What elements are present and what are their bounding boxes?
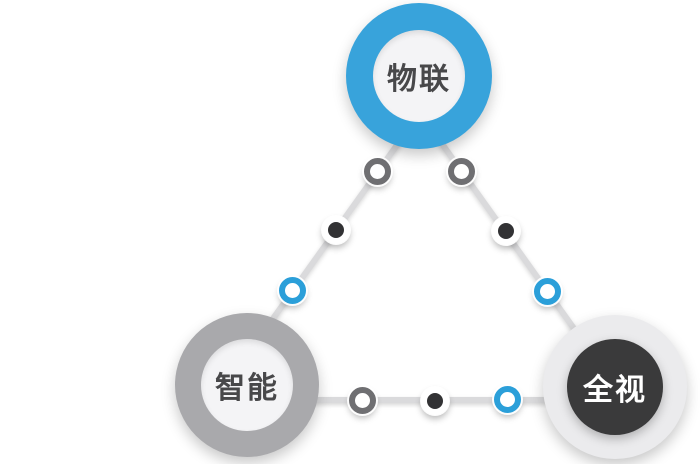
- node-vision-label: 全视: [583, 373, 647, 408]
- gray-ring-marker-icon: [448, 158, 475, 185]
- node-iot-core: 物联: [373, 30, 465, 122]
- node-smart-core: 智能: [201, 339, 293, 431]
- black-dot-marker-icon: [322, 216, 350, 244]
- gray-ring-marker-icon: [364, 158, 391, 185]
- node-vision: 全视: [543, 315, 687, 459]
- gray-ring-marker-icon: [349, 387, 376, 414]
- node-smart-label: 智能: [215, 371, 279, 406]
- black-dot-marker-icon: [492, 217, 520, 245]
- node-smart: 智能: [175, 313, 319, 457]
- node-vision-core: 全视: [567, 339, 663, 435]
- node-iot-label: 物联: [387, 62, 451, 97]
- blue-ring-marker-icon: [279, 277, 306, 304]
- node-iot: 物联: [346, 3, 492, 149]
- blue-ring-marker-icon: [494, 386, 521, 413]
- black-dot-marker-icon: [421, 387, 449, 415]
- blue-ring-marker-icon: [534, 278, 561, 305]
